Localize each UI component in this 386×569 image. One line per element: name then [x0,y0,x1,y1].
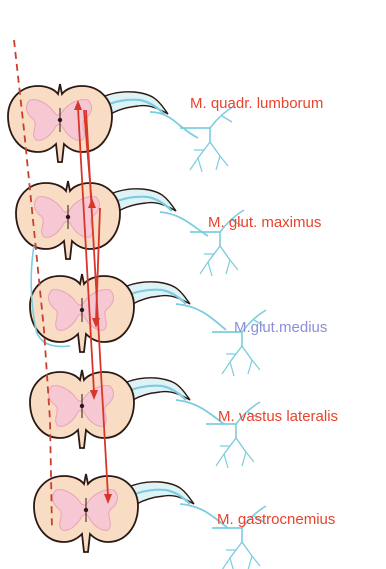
muscle-label-gluteus-maximus: M. glut. maximus [208,215,321,230]
muscle-label-gastrocnemius: M. gastrocnemius [217,512,335,527]
nerve-branch-3 [176,304,266,376]
spinal-segment-5 [34,474,194,552]
muscle-label-quadratus-lumborum: M. quadr. lumborum [190,96,323,111]
spinal-segment-3 [30,274,190,352]
muscle-label-vastus-lateralis: M. vastus lateralis [218,409,338,424]
nerve-branch-1 [150,106,234,172]
spinal-segment-2 [16,181,176,259]
muscle-label-gluteus-medius: M.glut.medius [234,320,327,335]
spinal-segment-4 [30,370,190,448]
